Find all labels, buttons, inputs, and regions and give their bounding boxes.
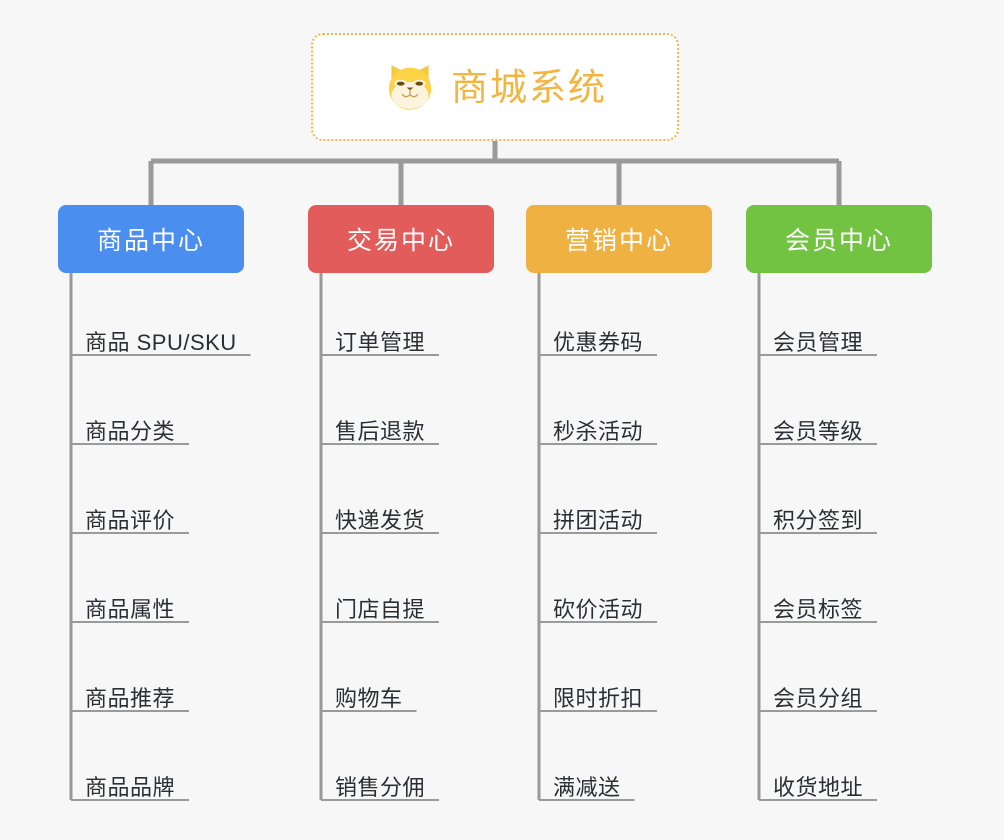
leaf-item-label: 砍价活动 [553, 596, 644, 622]
leaf-item-label: 销售分佣 [335, 774, 426, 800]
category-box-product-center[interactable]: 商品中心 [58, 205, 244, 273]
leaf-item-label: 会员管理 [773, 329, 864, 355]
leaf-item-label: 积分签到 [773, 507, 864, 533]
leaf-item[interactable]: 砍价活动 [539, 578, 643, 624]
category-box-marketing-center[interactable]: 营销中心 [526, 205, 712, 273]
leaf-item-label: 会员标签 [773, 596, 864, 622]
leaf-item[interactable]: 订单管理 [321, 311, 425, 357]
leaf-item[interactable]: 积分签到 [759, 489, 863, 535]
leaf-item[interactable]: 会员标签 [759, 578, 863, 624]
leaf-item[interactable]: 会员分组 [759, 667, 863, 713]
leaf-item[interactable]: 收货地址 [759, 756, 863, 802]
leaf-item-label: 商品品牌 [85, 774, 176, 800]
root-node[interactable]: 商城系统 [311, 33, 679, 141]
leaf-item[interactable]: 购物车 [321, 667, 403, 713]
leaf-item[interactable]: 商品推荐 [71, 667, 175, 713]
leaf-item[interactable]: 满减送 [539, 756, 621, 802]
leaf-item-label: 快递发货 [335, 507, 426, 533]
root-title: 商城系统 [451, 66, 607, 108]
leaf-item-label: 商品评价 [85, 507, 176, 533]
leaf-item[interactable]: 商品属性 [71, 578, 175, 624]
leaf-item[interactable]: 销售分佣 [321, 756, 425, 802]
category-label: 会员中心 [784, 227, 893, 255]
leaf-item-label: 会员等级 [773, 418, 864, 444]
leaf-item-label: 优惠券码 [553, 329, 644, 355]
category-label: 商品中心 [96, 227, 205, 255]
leaf-item[interactable]: 秒杀活动 [539, 400, 643, 446]
leaf-item-label: 商品 SPU/SKU [85, 329, 237, 355]
leaf-item-label: 售后退款 [335, 418, 426, 444]
leaf-item[interactable]: 商品分类 [71, 400, 175, 446]
leaf-item[interactable]: 商品 SPU/SKU [71, 311, 237, 357]
category-label: 营销中心 [564, 227, 673, 255]
leaf-item-label: 秒杀活动 [553, 418, 644, 444]
leaf-item[interactable]: 会员等级 [759, 400, 863, 446]
leaf-item-label: 拼团活动 [553, 507, 644, 533]
leaf-item-label: 商品推荐 [85, 685, 176, 711]
leaf-item-label: 门店自提 [335, 596, 426, 622]
leaf-item-label: 商品分类 [85, 418, 176, 444]
leaf-item[interactable]: 商品品牌 [71, 756, 175, 802]
category-label: 交易中心 [346, 227, 455, 255]
leaf-item[interactable]: 门店自提 [321, 578, 425, 624]
category-box-trade-center[interactable]: 交易中心 [308, 205, 494, 273]
leaf-item[interactable]: 商品评价 [71, 489, 175, 535]
leaf-item-label: 限时折扣 [553, 685, 644, 711]
leaf-item[interactable]: 会员管理 [759, 311, 863, 357]
leaf-item-label: 满减送 [553, 774, 621, 800]
leaf-item-label: 购物车 [335, 685, 403, 711]
leaf-item[interactable]: 快递发货 [321, 489, 425, 535]
shiba-dog-face-icon [388, 65, 432, 110]
leaf-item-label: 订单管理 [335, 329, 426, 355]
leaf-item-label: 商品属性 [85, 596, 176, 622]
leaf-item-label: 收货地址 [773, 774, 864, 800]
leaf-item[interactable]: 限时折扣 [539, 667, 643, 713]
leaf-item[interactable]: 优惠券码 [539, 311, 643, 357]
category-box-member-center[interactable]: 会员中心 [746, 205, 932, 273]
leaf-item[interactable]: 拼团活动 [539, 489, 643, 535]
leaf-item[interactable]: 售后退款 [321, 400, 425, 446]
leaf-item-label: 会员分组 [773, 685, 864, 711]
